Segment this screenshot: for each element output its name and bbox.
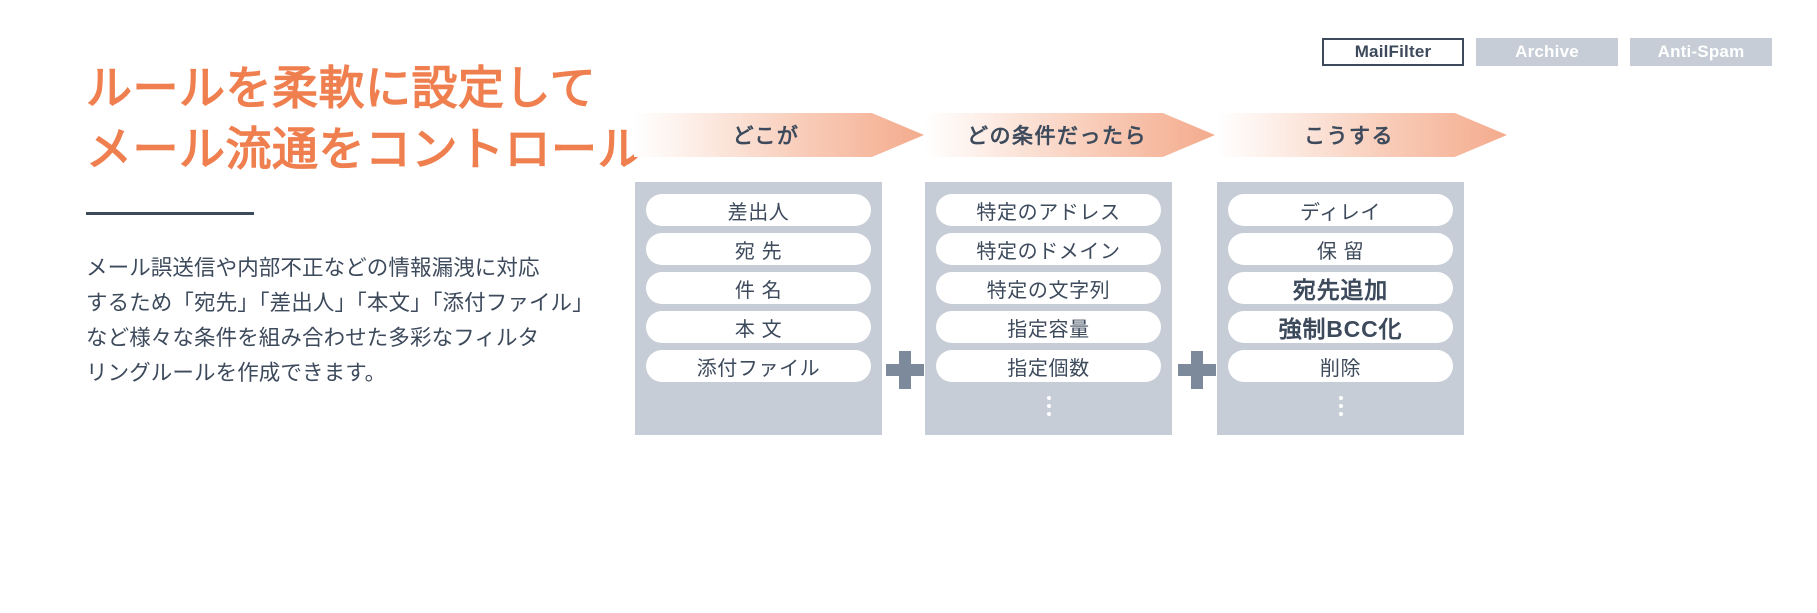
pill-label: 特定のアドレス <box>976 201 1121 224</box>
pill-label: 指定個数 <box>1007 357 1090 380</box>
page-title-line-2: メール流通をコントロール <box>86 123 644 176</box>
list-item[interactable]: 特定のドメイン <box>936 233 1161 265</box>
list-item[interactable]: 件 名 <box>646 272 871 304</box>
list-item[interactable]: 差出人 <box>646 194 871 226</box>
tab-mailfilter[interactable]: MailFilter <box>1322 38 1464 66</box>
flow-group-where: どこが 差出人 宛 先 件 名 本 文 添付ファイル <box>634 113 924 435</box>
page-title: ルールを柔軟に設定して メール流通をコントロール <box>86 58 644 180</box>
intro-line-4: リングルールを作成できます。 <box>86 360 387 385</box>
flow-banner-condition: どの条件だったら <box>925 113 1215 157</box>
list-item[interactable]: 指定個数 <box>936 350 1161 382</box>
list-item[interactable]: 保 留 <box>1228 233 1453 265</box>
flow-panel-where: 差出人 宛 先 件 名 本 文 添付ファイル <box>635 182 882 435</box>
list-item[interactable]: ディレイ <box>1228 194 1453 226</box>
tab-mailfilter-label: MailFilter <box>1354 42 1432 61</box>
list-item[interactable]: 削除 <box>1228 350 1453 382</box>
flow-banner-action: こうする <box>1217 113 1507 157</box>
pill-label: 特定の文字列 <box>986 279 1111 302</box>
pill-label: 本 文 <box>734 318 783 341</box>
flow-panel-action: ディレイ 保 留 宛先追加 強制BCC化 削除 <box>1217 182 1464 435</box>
flow-banner-action-label: こうする <box>1304 125 1394 148</box>
pill-label: 差出人 <box>727 201 790 224</box>
flow-banner-where: どこが <box>634 113 924 157</box>
product-tab-bar: MailFilter Archive Anti-Spam <box>1322 38 1772 66</box>
pill-label: 削除 <box>1319 357 1362 380</box>
pill-label: 特定のドメイン <box>976 240 1121 263</box>
tab-anti-spam[interactable]: Anti-Spam <box>1630 38 1772 66</box>
pill-label: 指定容量 <box>1007 318 1090 341</box>
list-item[interactable]: 本 文 <box>646 311 871 343</box>
flow-banner-where-label: どこが <box>732 125 800 148</box>
pill-label: 保 留 <box>1316 240 1365 263</box>
arrow-right-icon <box>634 113 924 157</box>
pill-label: 件 名 <box>734 279 783 302</box>
intro-line-2: するため「宛先」「差出人」「本文」「添付ファイル」 <box>86 291 594 316</box>
pill-label: ディレイ <box>1300 201 1381 224</box>
tab-anti-spam-label: Anti-Spam <box>1657 42 1745 61</box>
more-items-icon <box>1046 391 1051 421</box>
arrow-right-icon <box>1217 113 1507 157</box>
list-item[interactable]: 強制BCC化 <box>1228 311 1453 343</box>
rule-flow-diagram: どこが 差出人 宛 先 件 名 本 文 添付ファイル どの条件だったら 特定のア… <box>634 113 1784 463</box>
pill-label: 強制BCC化 <box>1278 316 1403 342</box>
intro-column: ルールを柔軟に設定して メール流通をコントロール メール誤送信や内部不正などの情… <box>86 58 644 391</box>
plus-icon-1 <box>886 351 924 389</box>
more-items-icon <box>1338 391 1343 421</box>
intro-paragraph: メール誤送信や内部不正などの情報漏洩に対応 するため「宛先」「差出人」「本文」「… <box>86 251 626 390</box>
list-item[interactable]: 指定容量 <box>936 311 1161 343</box>
page-title-line-1: ルールを柔軟に設定して <box>86 62 597 114</box>
flow-banner-condition-label: どの条件だったら <box>967 125 1147 148</box>
list-item[interactable]: 宛 先 <box>646 233 871 265</box>
list-item[interactable]: 特定のアドレス <box>936 194 1161 226</box>
tab-archive-label: Archive <box>1515 42 1579 61</box>
tab-archive[interactable]: Archive <box>1476 38 1618 66</box>
flow-panel-condition: 特定のアドレス 特定のドメイン 特定の文字列 指定容量 指定個数 <box>925 182 1172 435</box>
title-divider <box>86 212 254 216</box>
list-item[interactable]: 添付ファイル <box>646 350 871 382</box>
flow-group-action: こうする ディレイ 保 留 宛先追加 強制BCC化 削除 <box>1217 113 1507 435</box>
pill-label: 宛先追加 <box>1292 277 1389 303</box>
list-item[interactable]: 特定の文字列 <box>936 272 1161 304</box>
pill-label: 宛 先 <box>734 240 783 263</box>
list-item[interactable]: 宛先追加 <box>1228 272 1453 304</box>
intro-line-3: など様々な条件を組み合わせた多彩なフィルタ <box>86 326 540 350</box>
flow-group-condition: どの条件だったら 特定のアドレス 特定のドメイン 特定の文字列 指定容量 指定個… <box>925 113 1215 435</box>
intro-line-1: メール誤送信や内部不正などの情報漏洩に対応 <box>86 256 540 281</box>
arrow-right-icon <box>925 113 1215 157</box>
plus-icon-2 <box>1178 351 1216 389</box>
pill-label: 添付ファイル <box>696 357 821 380</box>
